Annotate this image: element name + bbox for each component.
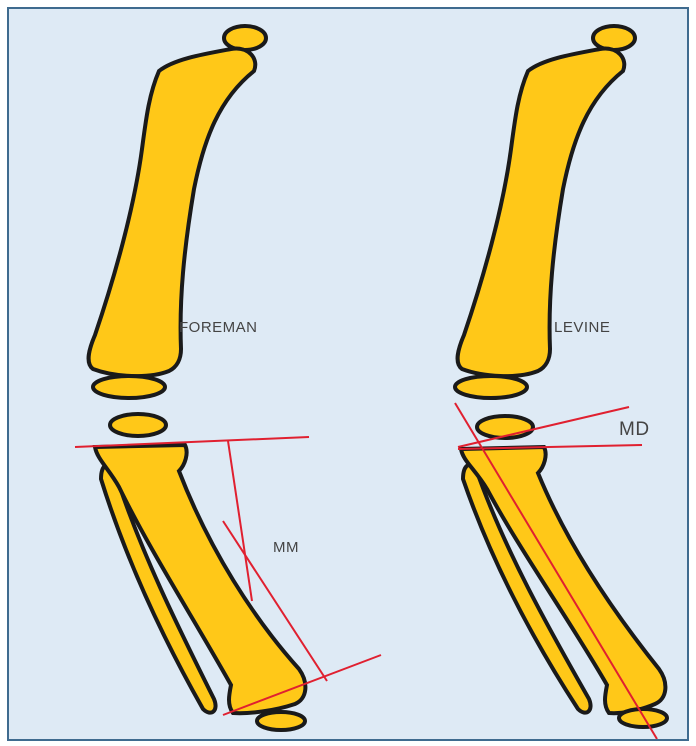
levine-top-sesamoid [593, 26, 635, 50]
foreman-top-sesamoid [224, 26, 266, 50]
foreman-bottom-disc [257, 712, 305, 730]
levine-disc-upper [455, 376, 527, 398]
levine-label: LEVINE [554, 319, 610, 336]
levine-disc-lower [477, 416, 533, 438]
levine-bottom-disc [619, 709, 667, 727]
foreman-disc-upper [93, 376, 165, 398]
levine-angle-label: MD [619, 419, 650, 441]
foreman-angle-label: MM [273, 539, 299, 556]
foreman-label: FOREMAN [179, 319, 258, 336]
bone-diagram [9, 9, 687, 739]
foreman-disc-lower [110, 414, 166, 436]
figure-frame: FOREMAN MM LEVINE MD [7, 7, 689, 741]
